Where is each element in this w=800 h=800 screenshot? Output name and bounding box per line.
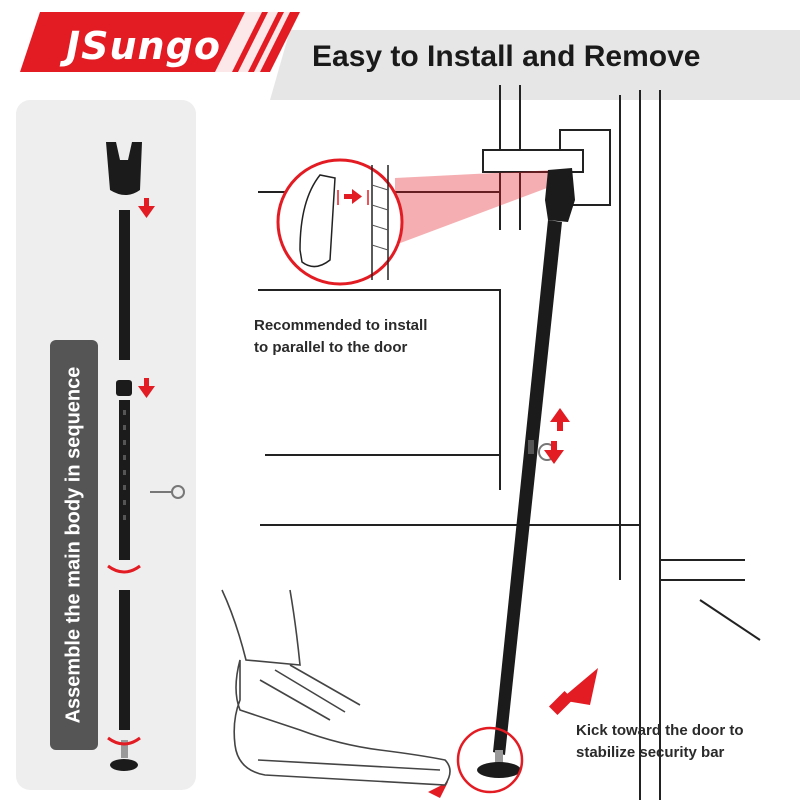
arrow-down-icon bbox=[138, 378, 155, 398]
arrow-diagonal-icon bbox=[428, 668, 598, 798]
foot-zoom-circle bbox=[456, 726, 524, 794]
zoom-beam bbox=[395, 170, 555, 245]
bar-connector bbox=[116, 380, 132, 396]
install-caption-line1: Recommended to install bbox=[254, 317, 428, 334]
foot-illustration bbox=[221, 589, 451, 786]
bar-upper-tube bbox=[119, 210, 130, 360]
kick-caption-line1: Kick toward the door to bbox=[576, 722, 744, 739]
rotate-arrow-icon bbox=[107, 564, 141, 746]
lock-pin bbox=[150, 485, 185, 499]
arrow-up-down-icon bbox=[544, 408, 570, 464]
bar-lower-tube bbox=[119, 590, 130, 730]
bar-middle-tube bbox=[119, 400, 130, 560]
brand-logo: JSungo bbox=[66, 24, 221, 68]
arrow-right-icon bbox=[344, 189, 362, 204]
door-scene bbox=[221, 85, 761, 800]
security-bar bbox=[477, 168, 575, 778]
install-caption: Recommended to install to parallel to th… bbox=[254, 315, 427, 359]
install-caption-line2: to parallel to the door bbox=[254, 339, 408, 356]
bar-foot bbox=[110, 759, 138, 771]
bar-head-piece bbox=[106, 142, 142, 195]
kick-caption-line2: stabilize security bar bbox=[576, 744, 725, 761]
assembly-label-badge: Assemble the main body in sequence bbox=[50, 340, 98, 750]
header-banner bbox=[20, 12, 800, 100]
page-title: Easy to Install and Remove bbox=[312, 40, 701, 73]
arrow-down-icon bbox=[138, 198, 155, 218]
kick-caption: Kick toward the door to stabilize securi… bbox=[576, 720, 744, 764]
bar-foot-pad bbox=[477, 762, 521, 778]
assembly-panel: Assemble the main body in sequence bbox=[16, 100, 196, 790]
zoom-detail bbox=[276, 158, 404, 286]
